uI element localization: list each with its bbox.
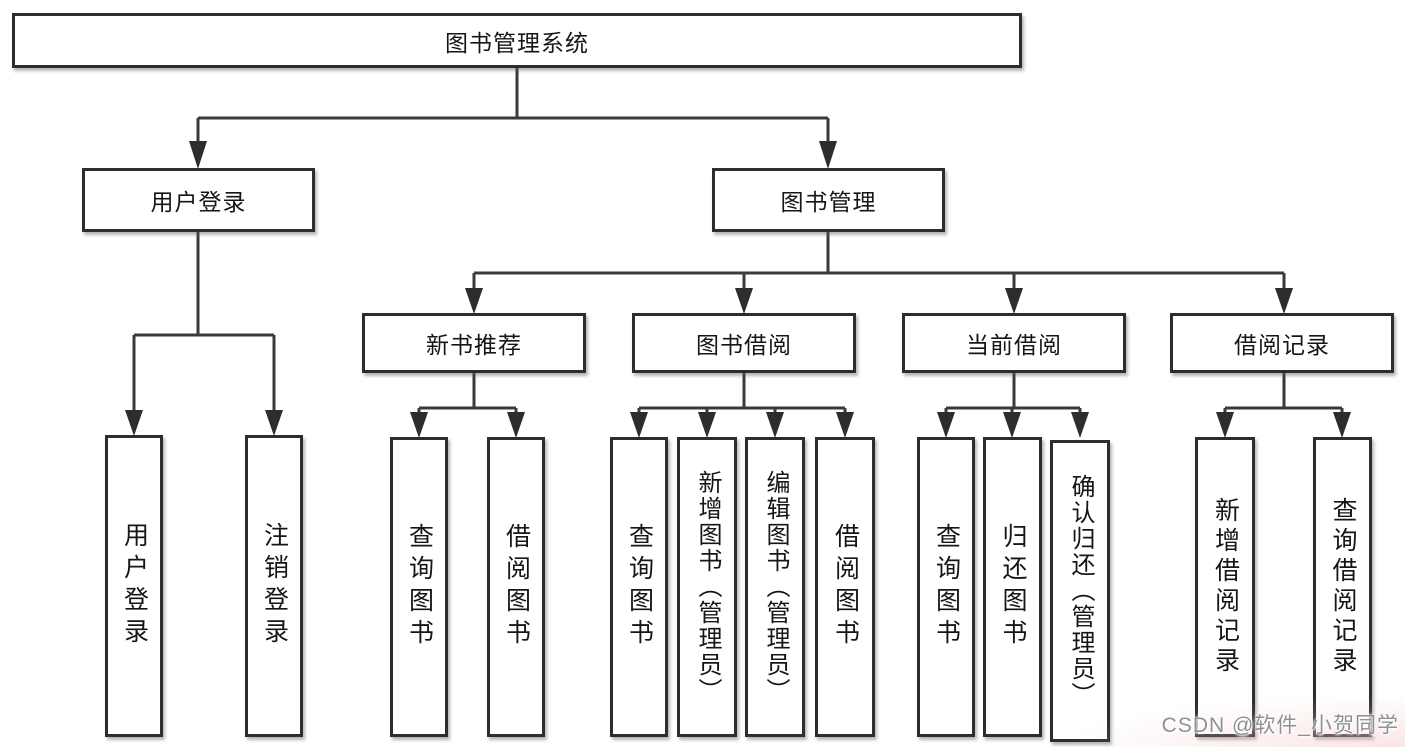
leaf-label: 查询图书 (932, 523, 961, 651)
leaf-label: 归还图书 (999, 523, 1027, 651)
leaf-label: 查询借阅记录 (1329, 497, 1357, 677)
leaf-label: 借阅图书 (502, 523, 531, 651)
node-borrow-record: 借阅记录 (1170, 313, 1394, 373)
leaf-label: 新增借阅记录 (1211, 497, 1240, 677)
node-label: 新书推荐 (426, 332, 522, 358)
node-label: 图书管理系统 (445, 29, 589, 56)
leaf-label: 注销登录 (260, 522, 289, 650)
node-label: 借阅记录 (1234, 332, 1330, 358)
leaf-edit-books-admin: 编辑图书（管理员） (745, 437, 805, 737)
leaf-add-borrow-record: 新增借阅记录 (1195, 437, 1255, 737)
node-book-management: 图书管理 (712, 168, 945, 232)
leaf-query-books-borrow: 查询图书 (610, 437, 668, 737)
leaf-return-books: 归还图书 (983, 437, 1042, 737)
leaf-logout: 注销登录 (245, 435, 303, 737)
leaf-label: 借阅图书 (831, 523, 860, 651)
leaf-label: 用户登录 (120, 522, 149, 650)
leaf-query-books-current: 查询图书 (917, 437, 975, 737)
leaf-label: 查询图书 (405, 523, 434, 651)
leaf-borrow-books: 借阅图书 (815, 437, 875, 737)
leaf-label: 查询图书 (625, 523, 654, 651)
leaf-label: 确认归还（管理员） (1067, 474, 1094, 708)
leaf-label: 编辑图书（管理员） (762, 470, 789, 704)
leaf-query-borrow-record: 查询借阅记录 (1313, 437, 1372, 737)
node-new-book-recommend: 新书推荐 (362, 313, 586, 373)
leaf-borrow-books-recommend: 借阅图书 (487, 437, 545, 737)
node-label: 图书借阅 (696, 332, 792, 358)
leaf-confirm-return-admin: 确认归还（管理员） (1050, 440, 1110, 742)
leaf-query-books-recommend: 查询图书 (390, 437, 448, 737)
node-label: 当前借阅 (966, 332, 1062, 358)
leaf-label: 新增图书（管理员） (694, 470, 721, 704)
node-library-management-system: 图书管理系统 (12, 13, 1022, 68)
csdn-watermark: CSDN @软件_小贺同学 (1161, 714, 1399, 737)
node-current-borrow: 当前借阅 (902, 313, 1126, 373)
node-book-borrow: 图书借阅 (632, 313, 856, 373)
node-label: 图书管理 (780, 189, 877, 215)
leaf-add-books-admin: 新增图书（管理员） (677, 437, 737, 737)
leaf-user-login: 用户登录 (105, 435, 163, 737)
node-label: 用户登录 (150, 189, 247, 215)
node-user-login: 用户登录 (82, 168, 315, 232)
